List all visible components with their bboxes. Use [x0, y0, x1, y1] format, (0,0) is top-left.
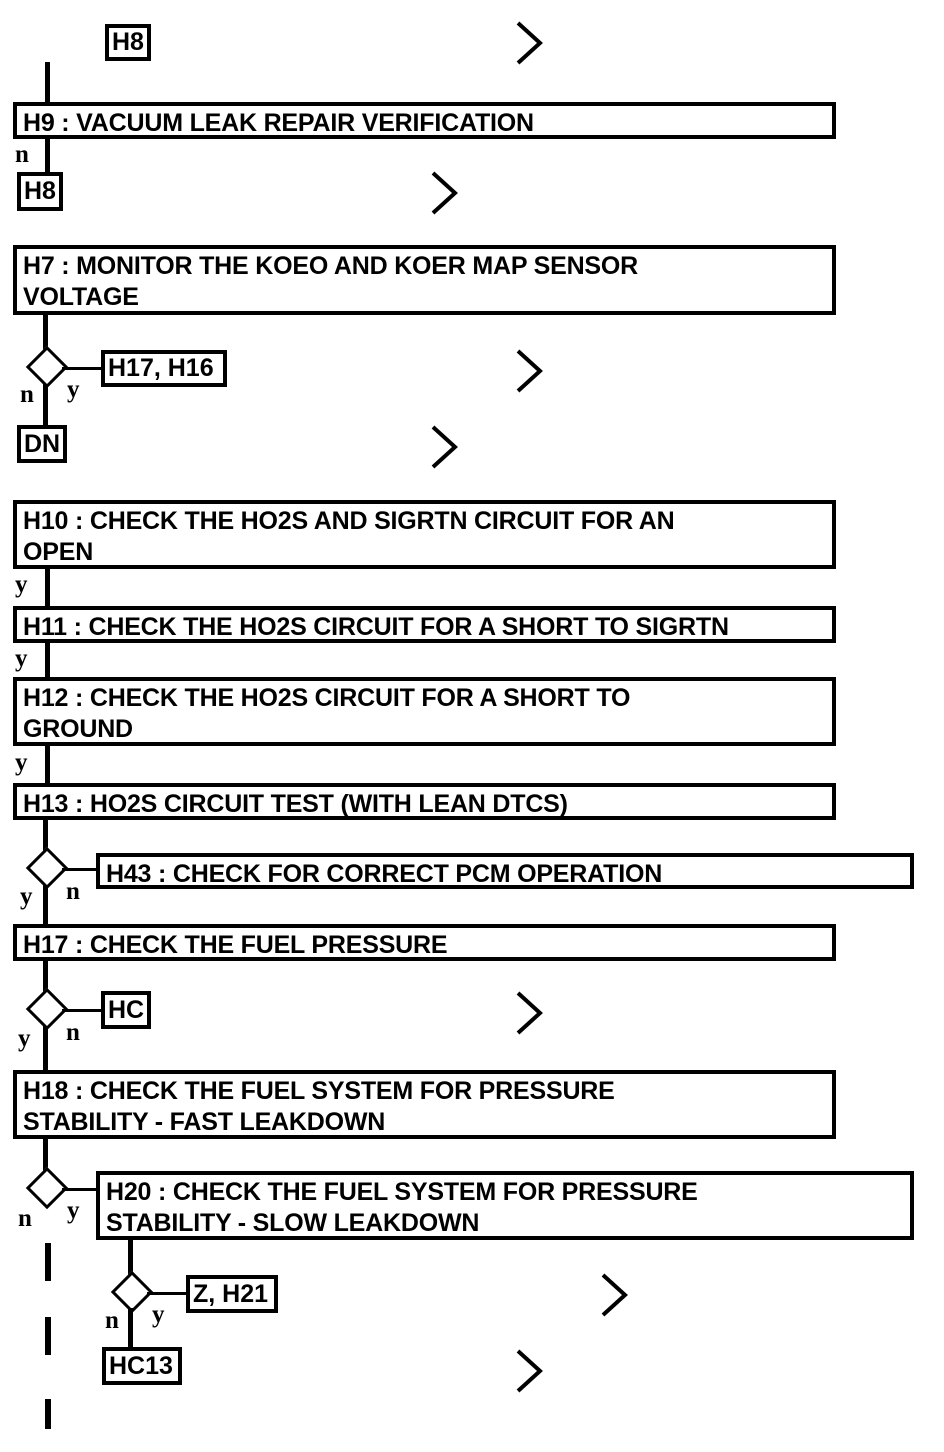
branch-label-n-h20: n: [105, 1307, 119, 1334]
tag-box-z-h21[interactable]: Z, H21: [186, 1275, 278, 1313]
tag-label: Z, H21: [193, 1279, 269, 1308]
tag-box-dn[interactable]: DN: [17, 425, 67, 463]
branch-label-n-h9: n: [15, 141, 29, 168]
connector-h12-to-h13: [45, 746, 50, 783]
branch-label-y-h13: y: [20, 883, 33, 910]
step-box-h7[interactable]: H7 : MONITOR THE KOEO AND KOER MAP SENSO…: [13, 245, 836, 315]
branch-label-n-h7: n: [20, 381, 34, 408]
connector-h13-no: [62, 868, 100, 871]
branch-label-y-h20: y: [152, 1301, 165, 1328]
branch-label-y-h18: y: [67, 1197, 80, 1224]
dashed-connector-segment: [45, 1243, 51, 1281]
connector-h13-yes: [43, 885, 48, 925]
step-box-h18[interactable]: H18 : CHECK THE FUEL SYSTEM FOR PRESSURE…: [13, 1070, 836, 1139]
branch-label-y-h17: y: [18, 1025, 31, 1052]
chevron-right-icon: [512, 1348, 546, 1394]
step-box-h12[interactable]: H12 : CHECK THE HO2S CIRCUIT FOR A SHORT…: [13, 677, 836, 746]
connector-h17-no: [62, 1009, 102, 1012]
dashed-connector-segment: [45, 1399, 51, 1429]
branch-label-n-h18: n: [18, 1205, 32, 1232]
step-box-h11[interactable]: H11 : CHECK THE HO2S CIRCUIT FOR A SHORT…: [13, 606, 836, 643]
connector-h18-yes: [62, 1188, 100, 1191]
connector-h11-to-h12: [45, 643, 50, 677]
branch-label-n-h13: n: [66, 878, 80, 905]
branch-label-y-h10: y: [15, 571, 28, 598]
dashed-connector-segment: [45, 1317, 51, 1355]
step-box-h20[interactable]: H20 : CHECK THE FUEL SYSTEM FOR PRESSURE…: [96, 1171, 914, 1240]
tag-label: DN: [24, 429, 61, 458]
tag-label: HC13: [109, 1351, 173, 1380]
connector-h17-yes: [43, 1026, 48, 1071]
step-box-h17[interactable]: H17 : CHECK THE FUEL PRESSURE: [13, 924, 836, 961]
connector-h18-to-decision: [43, 1139, 48, 1174]
chevron-right-icon: [512, 348, 546, 394]
connector-h20-no: [128, 1308, 133, 1348]
connector-h9-to-h8: [45, 139, 50, 173]
branch-label-y-h12: y: [15, 749, 28, 776]
chevron-right-icon: [512, 20, 546, 66]
connector-into-h9: [45, 62, 50, 104]
connector-h20-to-decision: [128, 1240, 133, 1280]
branch-label-n-h17: n: [66, 1019, 80, 1046]
chevron-right-icon: [597, 1272, 631, 1318]
tag-box-h8-lower[interactable]: H8: [17, 172, 63, 211]
step-box-h9[interactable]: H9 : VACUUM LEAK REPAIR VERIFICATION: [13, 102, 836, 139]
connector-h10-to-h11: [45, 569, 50, 606]
connector-h7-no: [43, 384, 48, 426]
tag-label: H8: [112, 28, 144, 56]
connector-h13-to-decision: [43, 820, 48, 855]
connector-h7-to-decision: [43, 315, 48, 355]
tag-label: H8: [24, 177, 56, 205]
tag-label: HC: [108, 995, 145, 1024]
step-box-h43[interactable]: H43 : CHECK FOR CORRECT PCM OPERATION: [96, 853, 914, 889]
chevron-right-icon: [512, 990, 546, 1036]
tag-box-h17-h16[interactable]: H17, H16: [101, 350, 227, 387]
step-box-h10[interactable]: H10 : CHECK THE HO2S AND SIGRTN CIRCUIT …: [13, 500, 836, 569]
branch-label-y-h7: y: [67, 376, 80, 403]
tag-box-hc13[interactable]: HC13: [102, 1347, 182, 1385]
connector-h7-yes: [62, 367, 102, 370]
tag-box-hc[interactable]: HC: [101, 991, 151, 1029]
step-box-h13[interactable]: H13 : HO2S CIRCUIT TEST (WITH LEAN DTCS): [13, 783, 836, 820]
chevron-right-icon: [427, 170, 461, 216]
connector-h17-to-decision: [43, 961, 48, 994]
tag-label: H17, H16: [108, 354, 214, 382]
tag-box-h8-top[interactable]: H8: [105, 24, 151, 61]
chevron-right-icon: [427, 424, 461, 470]
connector-h20-yes: [147, 1292, 187, 1295]
branch-label-y-h11: y: [15, 645, 28, 672]
